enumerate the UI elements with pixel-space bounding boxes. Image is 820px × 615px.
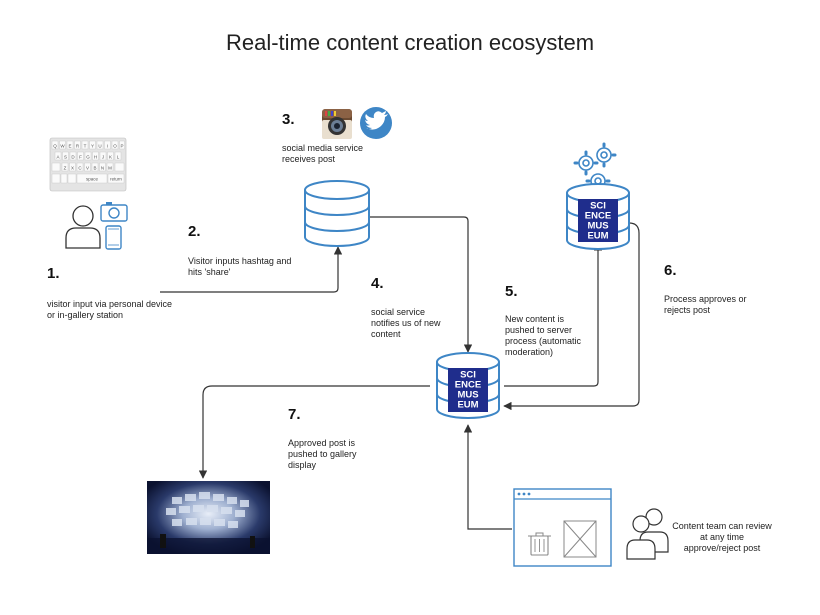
step-3-number: 3. bbox=[282, 111, 295, 128]
step-3-text: social media service receives post bbox=[282, 143, 364, 164]
svg-text:X: X bbox=[71, 166, 74, 171]
svg-text:C: C bbox=[78, 166, 82, 171]
step-6-text: Process approves or rejects post bbox=[664, 294, 747, 315]
svg-text:G: G bbox=[86, 155, 90, 160]
svg-text:M: M bbox=[108, 166, 112, 171]
logo-line-4: EUM bbox=[457, 400, 478, 411]
space-key-label: space bbox=[86, 177, 99, 182]
step-1-text: visitor input via personal device or in-… bbox=[47, 299, 173, 320]
svg-text:Y: Y bbox=[91, 144, 94, 149]
step-6-number: 6. bbox=[664, 262, 677, 279]
return-key-label: return bbox=[110, 177, 122, 182]
step-2-text: Visitor inputs hashtag and hits 'share' bbox=[188, 256, 292, 277]
diagram-title: Real-time content creation ecosystem bbox=[225, 30, 595, 55]
svg-text:T: T bbox=[84, 144, 87, 149]
svg-text:V: V bbox=[86, 166, 89, 171]
svg-text:A: A bbox=[56, 155, 59, 160]
step-5-text: New content is pushed to server process … bbox=[505, 314, 582, 357]
svg-text:W: W bbox=[60, 144, 65, 149]
svg-text:N: N bbox=[101, 166, 104, 171]
svg-text:U: U bbox=[98, 144, 101, 149]
svg-text:D: D bbox=[71, 155, 75, 160]
svg-text:E: E bbox=[68, 144, 71, 149]
logo-line-1: SCI bbox=[590, 201, 606, 212]
content-team-text: Content team can review at any time appr… bbox=[672, 521, 772, 553]
step-2-number: 2. bbox=[188, 223, 201, 240]
logo-line-1: SCI bbox=[460, 370, 476, 381]
logo-line-2: ENCE bbox=[585, 211, 611, 222]
svg-text:K: K bbox=[109, 155, 112, 160]
arrow-visitor-to-social bbox=[160, 246, 343, 293]
arrow-moderation-to-server bbox=[503, 222, 640, 411]
svg-text:F: F bbox=[79, 155, 82, 160]
step-7-text: Approved post is pushed to gallery displ… bbox=[288, 438, 357, 470]
svg-text:Z: Z bbox=[64, 166, 67, 171]
svg-text:P: P bbox=[120, 144, 123, 149]
arrow-social-to-server bbox=[370, 216, 473, 353]
svg-text:B: B bbox=[93, 166, 96, 171]
step-1-number: 1. bbox=[47, 265, 60, 282]
step-7-number: 7. bbox=[288, 406, 301, 423]
step-5-number: 5. bbox=[505, 283, 518, 300]
arrow-server-to-moderation bbox=[504, 242, 603, 387]
svg-text:L: L bbox=[117, 155, 120, 160]
svg-text:H: H bbox=[94, 155, 97, 160]
svg-text:R: R bbox=[76, 144, 80, 149]
svg-text:O: O bbox=[113, 144, 117, 149]
arrow-team-to-server bbox=[463, 424, 512, 530]
svg-text:S: S bbox=[64, 155, 67, 160]
svg-text:J: J bbox=[102, 155, 104, 160]
arrow-server-to-display bbox=[198, 385, 430, 479]
logo-line-3: MUS bbox=[457, 390, 478, 401]
logo-line-3: MUS bbox=[587, 221, 608, 232]
svg-text:Q: Q bbox=[53, 144, 57, 149]
logo-line-2: ENCE bbox=[455, 380, 481, 391]
step-4-number: 4. bbox=[371, 275, 384, 292]
logo-line-4: EUM bbox=[587, 231, 608, 242]
svg-text:I: I bbox=[107, 144, 108, 149]
step-4-text: social service notifies us of new conten… bbox=[371, 307, 441, 339]
